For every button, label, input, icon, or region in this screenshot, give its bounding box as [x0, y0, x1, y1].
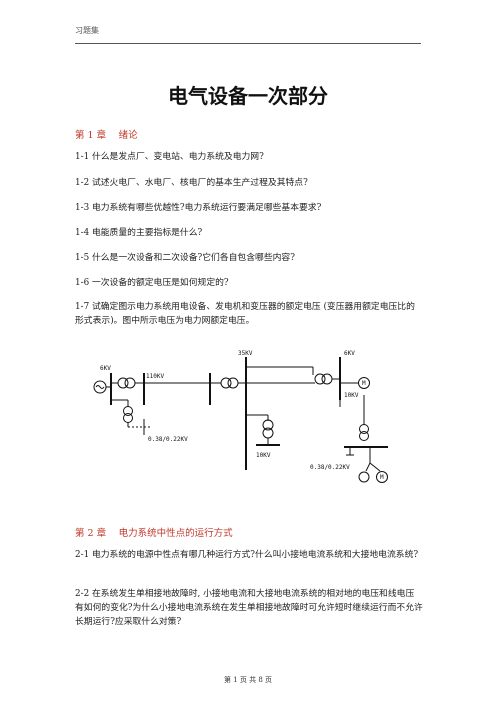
label-6kv-right: 6KV [344, 350, 355, 357]
question-1-1: 1-1 什么是发点厂、变电站、电力系统及电力网? [75, 152, 264, 162]
load-symbol [358, 471, 370, 483]
motor-label-lower: M [380, 474, 384, 481]
motor-symbol-lower [376, 471, 388, 483]
question-1-6: 1-6 一次设备的额定电压是如何规定的? [75, 278, 229, 288]
chapter-2-heading: 第 2 章 电力系统中性点的运行方式 [75, 528, 233, 539]
power-system-diagram: 6KV 110KV 0.38/0.22KV 35KV 6KV 10KV M 10… [93, 350, 388, 483]
label-10kv-right: 10KV [344, 392, 359, 399]
page-title: 电气设备一次部分 [168, 84, 328, 108]
question-1-3: 1-3 电力系统有哪些优越性?电力系统运行要满足哪些基本要求? [75, 203, 322, 213]
motor-symbol-upper [358, 377, 370, 389]
motor-label-upper: M [362, 380, 366, 387]
chapter-1-heading: 第 1 章 绪论 [75, 130, 138, 141]
header-rule [75, 43, 421, 44]
label-038-left: 0.38/0.22KV [148, 436, 188, 443]
question-1-7: 1-7 试确定图示电力系统用电设备、发电机和变压器的额定电压 (变压器用额定电压… [75, 302, 415, 326]
question-1-2: 1-2 试述火电厂、水电厂、核电厂的基本生产过程及其特点? [75, 178, 308, 188]
question-1-5: 1-5 什么是一次设备和二次设备?它们各自包含哪些内容? [75, 253, 295, 263]
generator-symbol [93, 380, 107, 394]
question-1-4: 1-4 电能质量的主要指标是什么? [75, 228, 203, 238]
running-header: 习题集 [75, 26, 99, 35]
label-10kv-low: 10KV [256, 452, 271, 459]
question-2-1: 2-1 电力系统的电源中性点有哪几种运行方式?什么叫小接地电流系统和大接地电流系… [75, 550, 419, 560]
label-110kv: 110KV [146, 373, 164, 380]
page-footer: 第 1 页 共 8 页 [223, 676, 273, 684]
question-2-2: 2-2 在系统发生单相接地故障时, 小接地电流和大接地电流系统的相对地的电压和线… [75, 589, 423, 627]
label-038-right: 0.38/0.22KV [310, 464, 350, 471]
label-35kv: 35KV [238, 350, 253, 357]
label-6kv-left: 6KV [100, 365, 111, 372]
